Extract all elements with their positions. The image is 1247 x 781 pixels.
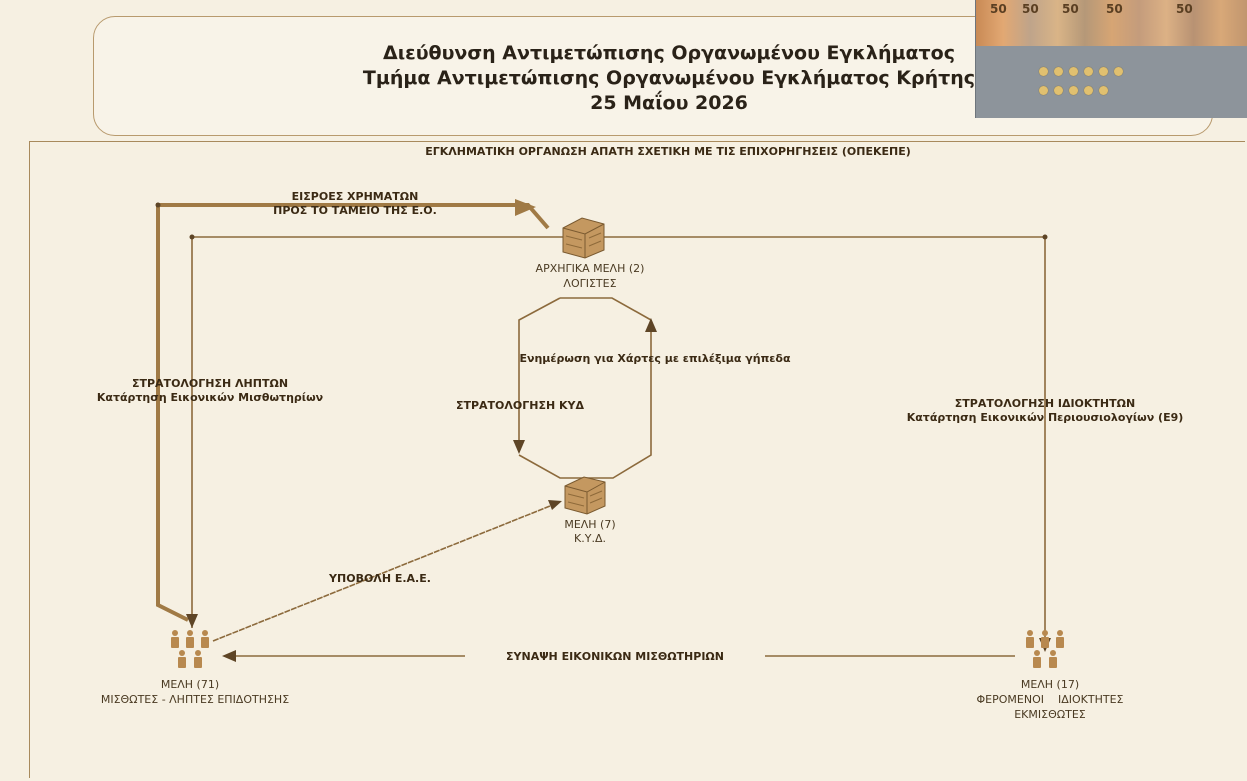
- owners-role-label: ΦΕΡΟΜΕΝΟΙ ΙΔΙΟΚΤΗΤΕΣ: [976, 693, 1124, 706]
- note-denomination: 50: [1106, 2, 1123, 16]
- owners-lessor-label: ΕΚΜΙΣΘΩΤΕΣ: [1014, 708, 1086, 721]
- header-section: Τμήμα Αντιμετώπισης Οργανωμένου Εγκλήματ…: [362, 67, 976, 89]
- gold-coins-image: [1036, 64, 1126, 102]
- money-inflow-arrowhead: [515, 199, 536, 216]
- owners-members-label: ΜΕΛΗ (17): [1020, 678, 1080, 691]
- submit-label: ΥΠΟΒΟΛΗ Ε.Α.Ε.: [329, 572, 431, 585]
- evidence-photo: 50 50 50 50 50: [975, 0, 1247, 118]
- recruit-right-title: ΣΤΡΑΤΟΛΟΓΗΣΗ ΙΔΙΟΚΤΗΤΩΝ: [954, 397, 1136, 410]
- leaders-role-label: ΛΟΓΙΣΤΕΣ: [563, 277, 617, 290]
- top-connector-line: [191, 236, 1046, 650]
- submit-arrow: [212, 501, 561, 642]
- kyd-crates-icon: [564, 476, 606, 515]
- inform-label: Ενημέρωση για Χάρτες με επιλέξιμα γήπεδα: [519, 352, 791, 365]
- tenants-people-icon: [171, 630, 209, 668]
- recruit-left-title: ΣΤΡΑΤΟΛΟΓΗΣΗ ΛΗΠΤΩΝ: [131, 377, 289, 390]
- note-denomination: 50: [1062, 2, 1079, 16]
- treasury-crates-icon: [562, 217, 605, 259]
- kyd-loop: [518, 297, 652, 479]
- diagram-title: ΕΓΚΛΗΜΑΤΙΚΗ ΟΡΓΑΝΩΣΗ ΑΠΑΤΗ ΣΧΕΤΙΚΗ ΜΕ ΤΙ…: [425, 145, 911, 158]
- tenants-role-label: ΜΙΣΘΩΤΕΣ - ΛΗΠΤΕΣ ΕΠΙΔΟΤΗΣΗΣ: [100, 693, 290, 706]
- recruit-left-subtitle: Κατάρτηση Εικονικών Μισθωτηρίων: [96, 391, 324, 404]
- kyd-role-label: Κ.Υ.Δ.: [574, 532, 606, 545]
- note-denomination: 50: [990, 2, 1007, 16]
- header-department: Διεύθυνση Αντιμετώπισης Οργανωμένου Εγκλ…: [383, 42, 955, 64]
- leaders-label: ΑΡΧΗΓΙΚΑ ΜΕΛΗ (2): [535, 262, 645, 275]
- inflow-label-line1: ΕΙΣΡΟΕΣ ΧΡΗΜΑΤΩΝ: [291, 190, 419, 203]
- header-date: 25 Μαΐου 2026: [590, 92, 748, 114]
- banknotes-image: 50 50 50 50 50: [976, 0, 1247, 46]
- recruit-kyd-label: ΣΤΡΑΤΟΛΟΓΗΣΗ ΚΥΔ: [455, 399, 585, 412]
- tenants-members-label: ΜΕΛΗ (71): [160, 678, 220, 691]
- note-denomination: 50: [1022, 2, 1039, 16]
- kyd-members-label: ΜΕΛΗ (7): [564, 518, 616, 531]
- lease-label: ΣΥΝΑΨΗ ΕΙΚΟΝΙΚΩΝ ΜΙΣΘΩΤΗΡΙΩΝ: [465, 650, 765, 664]
- inflow-label-line2: ΠΡΟΣ ΤΟ ΤΑΜΕΙΟ ΤΗΣ Ε.Ο.: [273, 204, 437, 217]
- owners-people-icon: [1026, 630, 1064, 668]
- note-denomination: 50: [1176, 2, 1193, 16]
- recruit-right-subtitle: Κατάρτηση Εικονικών Περιουσιολογίων (Ε9): [906, 411, 1184, 424]
- diagram-frame: [29, 141, 1245, 778]
